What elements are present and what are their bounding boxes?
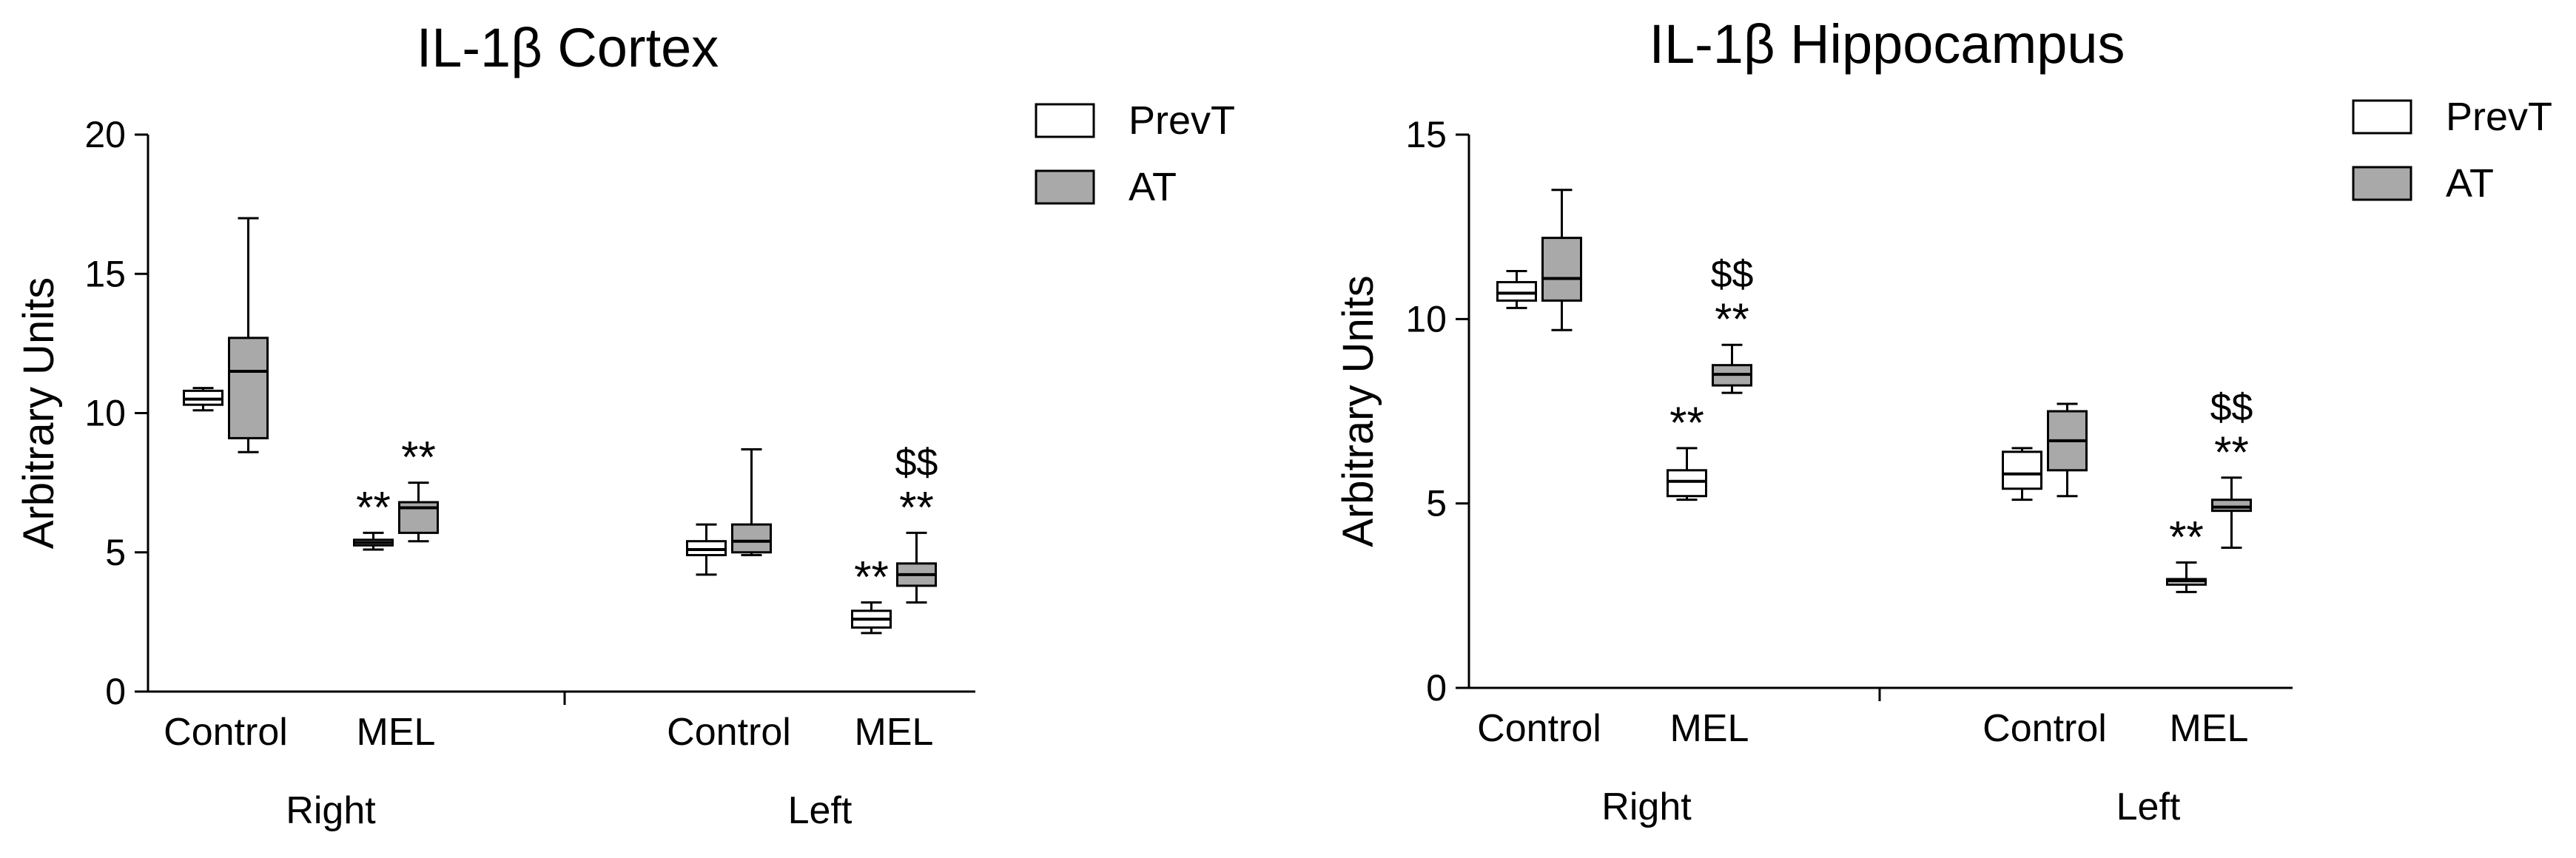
x-category-label: Control xyxy=(164,711,288,754)
box-at-0 xyxy=(228,217,269,453)
y-tick-label: 5 xyxy=(1426,483,1447,524)
box-at-0 xyxy=(1541,189,1582,331)
box-body xyxy=(228,337,269,439)
legend: PrevT AT xyxy=(1035,98,1235,209)
legend-label-at: AT xyxy=(2446,161,2494,206)
box-prevt-1: ** xyxy=(1667,398,1707,501)
legend-label-prevt: PrevT xyxy=(1129,98,1235,143)
box-body xyxy=(1496,280,1537,302)
y-tick-label: 15 xyxy=(1405,114,1447,155)
x-category-label: MEL xyxy=(357,711,436,754)
significance-marker-2: $$ xyxy=(1711,253,1754,296)
box-at-2 xyxy=(731,447,772,557)
legend-swatch-prevt xyxy=(1035,103,1095,138)
y-tick-label: 0 xyxy=(105,671,126,712)
y-tick-label: 15 xyxy=(84,253,126,294)
box-prevt-0 xyxy=(183,387,223,412)
x-category-label: Control xyxy=(667,711,791,754)
x-category-label: Control xyxy=(1477,707,1601,750)
box-prevt-2 xyxy=(686,523,727,576)
box-prevt-2 xyxy=(2002,447,2042,501)
y-tick-label: 10 xyxy=(1405,298,1447,340)
box-prevt-3: ** xyxy=(851,553,892,635)
box-at-3: **$$ xyxy=(895,441,938,604)
significance-marker-2: $$ xyxy=(895,441,938,484)
box-body xyxy=(2211,499,2252,513)
box-at-1: **$$ xyxy=(1711,253,1754,394)
x-category-label: MEL xyxy=(1670,707,1749,750)
significance-marker: ** xyxy=(2169,512,2204,561)
box-body xyxy=(731,523,772,554)
chart-title: IL-1β Hippocampus xyxy=(1649,13,2125,75)
box-body xyxy=(2002,450,2042,490)
box-body xyxy=(1541,237,1582,302)
box-prevt-1: ** xyxy=(353,482,394,551)
legend-label-at: AT xyxy=(1129,165,1177,209)
x-category-label: MEL xyxy=(2170,707,2249,750)
x-group-label: Left xyxy=(2116,786,2181,828)
chart-title: IL-1β Cortex xyxy=(417,17,719,78)
x-category-label: Control xyxy=(1983,707,2107,750)
significance-marker-2: $$ xyxy=(2210,386,2253,429)
y-axis-label: Arbitrary Units xyxy=(15,277,63,549)
significance-marker: ** xyxy=(2214,428,2249,477)
box-at-1: ** xyxy=(398,433,439,543)
x-group-label: Left xyxy=(788,789,852,832)
significance-marker: ** xyxy=(356,482,391,532)
significance-marker: ** xyxy=(1669,398,1704,447)
x-category-label: MEL xyxy=(855,711,934,754)
x-group-label: Right xyxy=(1601,786,1692,828)
y-tick-label: 0 xyxy=(1426,667,1447,709)
legend-swatch-at xyxy=(1035,169,1095,205)
y-axis-label: Arbitrary Units xyxy=(1334,275,1382,547)
box-prevt-3: ** xyxy=(2166,512,2207,593)
box-at-2 xyxy=(2047,402,2088,498)
y-tick-label: 20 xyxy=(84,114,126,155)
x-group-label: Right xyxy=(286,789,376,832)
significance-marker: ** xyxy=(854,553,889,602)
box-prevt-0 xyxy=(1496,270,1537,309)
legend-label-prevt: PrevT xyxy=(2446,95,2552,139)
legend: PrevT AT xyxy=(2352,95,2552,206)
box-body xyxy=(1667,469,1707,498)
y-tick-label: 10 xyxy=(84,393,126,434)
significance-marker: ** xyxy=(401,433,436,482)
significance-marker: ** xyxy=(1715,294,1749,344)
y-tick-label: 5 xyxy=(105,532,126,573)
legend-swatch-at xyxy=(2352,166,2412,201)
significance-marker: ** xyxy=(899,482,934,532)
box-at-3: **$$ xyxy=(2210,386,2253,550)
legend-swatch-prevt xyxy=(2352,99,2412,135)
